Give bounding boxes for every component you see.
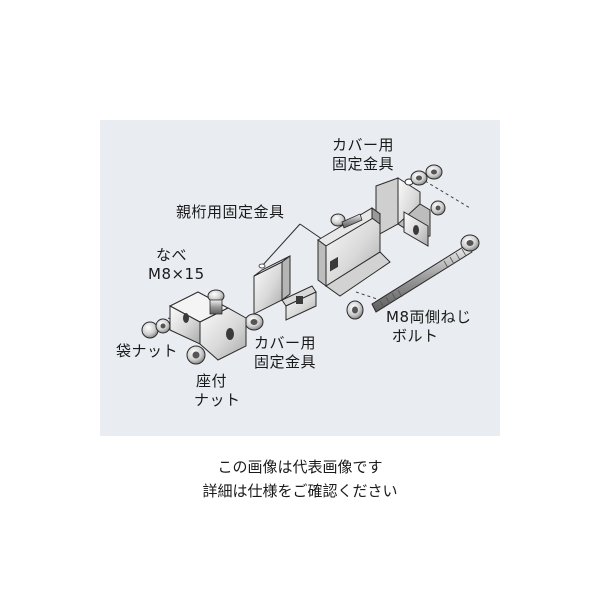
label-cover-fixture-top-line2: 固定金具	[332, 155, 395, 173]
cover-fixture-top	[375, 177, 431, 247]
label-cover-fixture-bottom-line1: カバー用	[254, 334, 317, 352]
cover-fixture-bottom-nut	[244, 313, 264, 331]
label-cover-fixture-bottom-line2: 固定金具	[254, 353, 317, 371]
stud-bolt-end-nut	[460, 234, 480, 252]
cap-nut	[141, 318, 171, 339]
assembly-dash-lines	[167, 177, 471, 326]
label-cap-nut: 袋ナット	[116, 342, 179, 360]
m8-stud-bolt	[371, 243, 473, 313]
note-check-specifications: 詳細は仕様をご確認ください	[202, 482, 398, 500]
pan-head-screw	[207, 289, 225, 315]
label-stud-bolt-line2: ボルト	[392, 327, 439, 345]
label-pan-screw-line2: M8×15	[148, 265, 205, 283]
label-seat-nut-line1: 座付	[196, 372, 228, 390]
label-main-beam-fixture: 親桁用固定金具	[176, 203, 285, 221]
label-cover-fixture-bottom: カバー用 固定金具	[254, 334, 316, 372]
label-pan-screw-line1: なべ	[156, 246, 188, 264]
stud-bolt-washer	[346, 300, 364, 320]
seat-nut	[186, 345, 206, 365]
label-cover-fixture-top-line1: カバー用	[332, 136, 395, 154]
note-representative-image: この画像は代表画像です	[217, 458, 383, 476]
cover-fixture-bottom	[253, 255, 317, 321]
label-seat-nut: 座付 ナット	[194, 372, 241, 410]
left-bracket-plate	[168, 291, 247, 361]
label-stud-bolt-line1: M8両側ねじ	[386, 308, 472, 326]
main-beam-fixture	[317, 207, 391, 297]
label-pan-screw: なべ M8×15	[148, 246, 205, 284]
main-beam-screw	[330, 213, 363, 229]
cover-fixture-top-nuts	[410, 164, 446, 216]
label-seat-nut-line2: ナット	[194, 391, 241, 409]
label-cover-fixture-top: カバー用 固定金具	[332, 136, 394, 174]
label-stud-bolt: M8両側ねじ ボルト	[386, 308, 472, 346]
